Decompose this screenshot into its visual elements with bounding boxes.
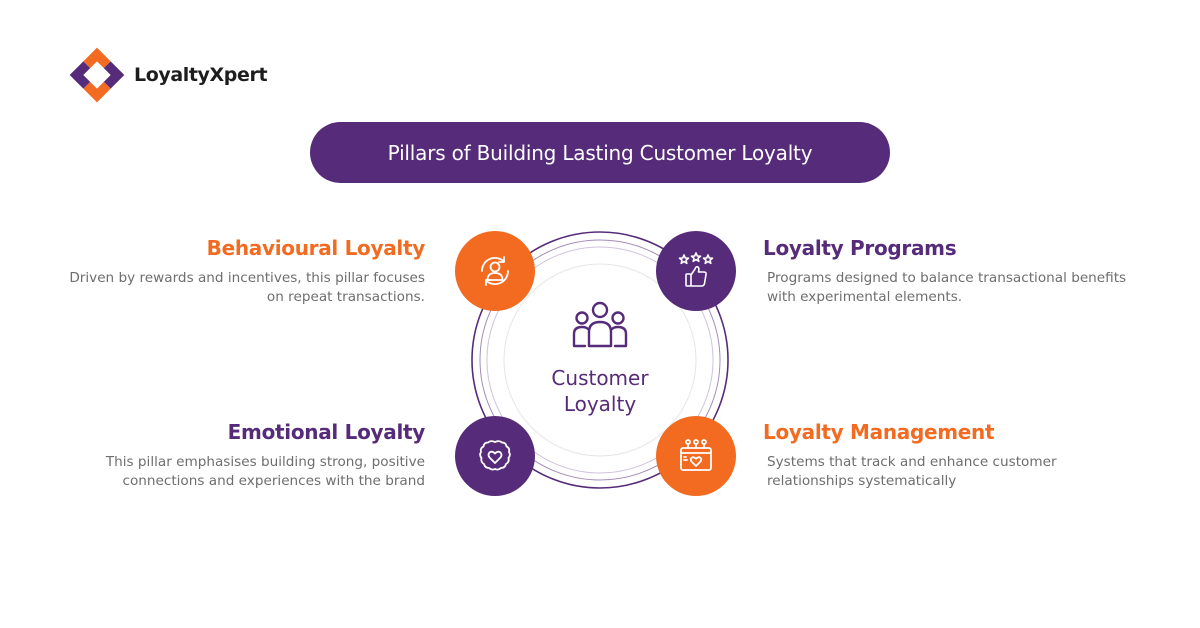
pillar-description: Systems that track and enhance customer … (767, 454, 1057, 489)
node-emotional (455, 416, 535, 496)
pillar-heading: Loyalty Programs (763, 236, 957, 260)
node-loyalty-management (656, 416, 736, 496)
thumbs-up-stars-icon (678, 252, 714, 287)
brand-logo: LoyaltyXpert (68, 46, 268, 104)
pillar-heading: Behavioural Loyalty (206, 236, 426, 260)
pillar-heading: Emotional Loyalty (227, 420, 426, 444)
node-behavioural (455, 231, 535, 311)
loyalty-diagram: Customer Loyalty (440, 220, 760, 510)
pillar-loyalty-management: Loyalty Management Systems that track an… (763, 420, 1133, 491)
pillar-behavioural-loyalty: Behavioural Loyalty Driven by rewards an… (65, 236, 425, 307)
pillar-description: Driven by rewards and incentives, this p… (69, 270, 425, 305)
user-refresh-icon (481, 256, 509, 286)
brand-name: LoyaltyXpert (134, 64, 268, 86)
pillar-description: Programs designed to balance transaction… (767, 270, 1127, 305)
concentric-rings (471, 231, 729, 489)
pillar-heading: Loyalty Management (763, 420, 995, 444)
brain-heart-icon (479, 440, 511, 471)
loyaltyxpert-logo-icon (69, 47, 125, 103)
pillar-emotional-loyalty: Emotional Loyalty This pillar emphasises… (45, 420, 425, 491)
calendar-heart-icon (680, 439, 712, 471)
center-label: Customer Loyalty (551, 366, 649, 416)
people-group-icon (572, 301, 628, 348)
pillar-description: This pillar emphasises building strong, … (105, 454, 425, 489)
pillar-loyalty-programs: Loyalty Programs Programs designed to ba… (763, 236, 1133, 307)
node-loyalty-programs (656, 231, 736, 311)
page-title: Pillars of Building Lasting Customer Loy… (310, 122, 890, 183)
